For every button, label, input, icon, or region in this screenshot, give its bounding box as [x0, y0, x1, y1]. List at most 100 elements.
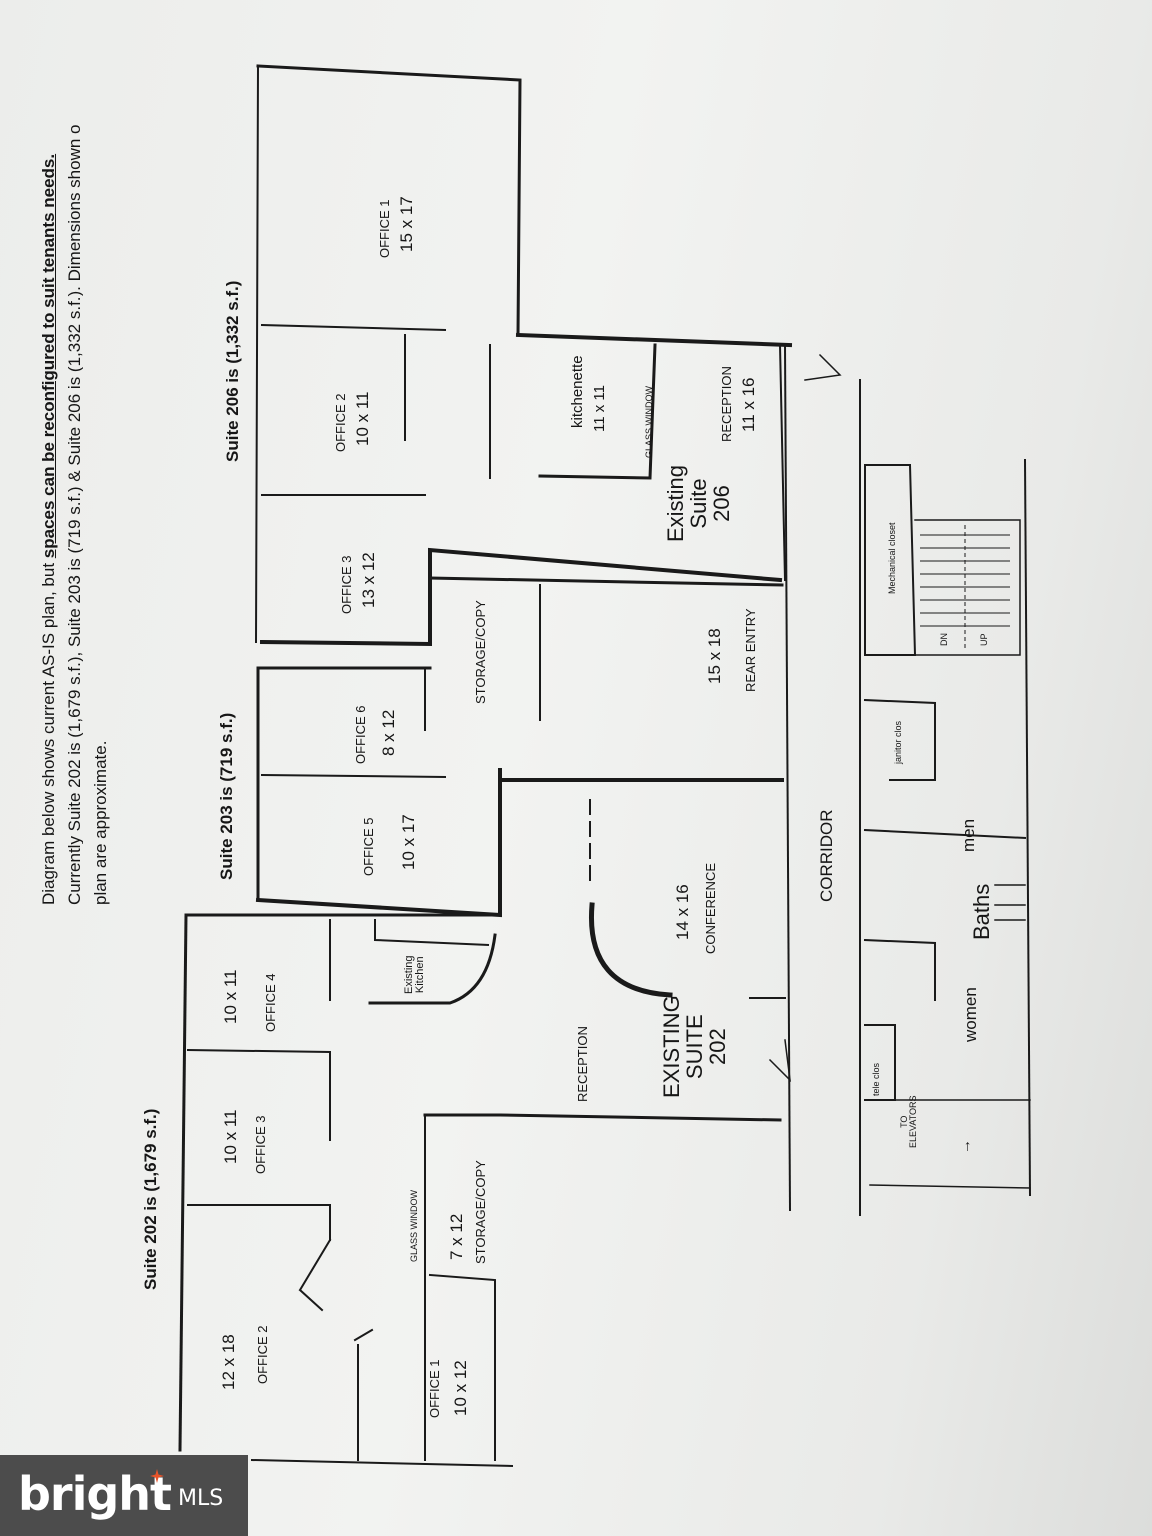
wall-s206-thick: [515, 332, 793, 348]
s206-office1-label: OFFICE 1: [377, 199, 392, 258]
logo-mls: MLS: [178, 1486, 224, 1511]
header-line-2: Currently Suite 202 is (1,679 s.f.), Sui…: [66, 125, 83, 905]
s206-office3-label: OFFICE 3: [339, 555, 354, 614]
existing-206-line2: Suite: [686, 478, 712, 529]
storage-copy-label: STORAGE/COPY: [473, 600, 488, 704]
tele-closet-label: tele clos: [871, 1062, 881, 1096]
s202-office3-label: OFFICE 3: [253, 1115, 268, 1174]
header-line-3: plan are approximate.: [91, 740, 110, 905]
suite-202-title: Suite 202 is (1,679 s.f.): [141, 1108, 160, 1290]
s206-office3-dim: 13 x 12: [359, 552, 378, 608]
s202-office1-label: OFFICE 1: [427, 1359, 442, 1418]
glass-window-206: GLASS WINDOW: [644, 385, 654, 458]
s202-office2-label: OFFICE 2: [255, 1325, 270, 1384]
stair-up-label: UP: [979, 633, 989, 646]
conference-label: CONFERENCE: [703, 862, 718, 954]
wall-s206-office1: [256, 64, 522, 337]
wall-s203-div: [260, 773, 447, 779]
wall-office3: [259, 547, 783, 647]
wall-storage202-2: [428, 1273, 496, 1461]
header-line-1-text: Diagram below shows current AS-IS plan, …: [39, 558, 58, 905]
bath-marks: [994, 884, 1026, 921]
s203-office5-dim: 10 x 17: [399, 814, 418, 870]
women-label: women: [961, 987, 980, 1042]
rear-entry-dim: 15 x 18: [705, 628, 724, 684]
header-line-1: Diagram below shows current AS-IS plan, …: [39, 153, 58, 905]
s203-office6-label: OFFICE 6: [353, 705, 368, 764]
logo-spark-icon: [150, 1469, 164, 1483]
stair-run: [914, 519, 1021, 656]
wall-office2-door: [353, 1328, 374, 1461]
wall-s206-top: [254, 64, 260, 644]
existing-206-line1: Existing: [663, 464, 688, 542]
suite-206-title: Suite 206 is (1,332 s.f.): [223, 280, 242, 462]
to-elevators-line2: ELEVATORS: [908, 1095, 918, 1148]
reception-206-dim: 11 x 16: [739, 377, 758, 432]
bright-mls-logo: bright MLS: [0, 1455, 248, 1536]
wall-s203-bottom: [255, 768, 502, 918]
mechanical-closet-label: Mechanical closet: [887, 522, 897, 594]
storage-202-label: STORAGE/COPY: [473, 1160, 488, 1264]
s202-office2-dim: 12 x 18: [219, 1334, 238, 1390]
wall-s202-outer: [178, 913, 188, 1452]
s202-office4-dim: 10 x 11: [221, 969, 240, 1024]
janitor: [863, 698, 936, 781]
baths-walls-2: [863, 938, 936, 1001]
s203-office6-dim: 8 x 12: [379, 709, 398, 756]
wall-office3-202: [187, 1204, 331, 1241]
s202-office3-dim: 10 x 11: [221, 1109, 240, 1164]
s202-office4-label: OFFICE 4: [263, 973, 278, 1032]
kitchenette-label: kitchenette: [569, 355, 586, 428]
wall-reception206: [778, 343, 787, 582]
logo-spark-shape: [150, 1469, 164, 1483]
logo-wordmark: bright: [18, 1467, 172, 1521]
conference-dim: 14 x 16: [673, 884, 692, 940]
wall-storage: [428, 576, 784, 587]
wall-s202-bottom: [250, 1458, 514, 1468]
stair-dn-label: DN: [939, 633, 949, 646]
baths-walls: [863, 828, 1027, 840]
janitor-closet-label: janitor clos: [893, 720, 903, 764]
wall-kitchenette-bottom: [538, 343, 657, 480]
existing-202-line2: SUITE: [682, 1014, 708, 1080]
wall-conference-curve: [588, 902, 673, 998]
header-line-1-emphasis: spaces can be reconfigured to suit tenan…: [39, 153, 58, 559]
s206-office2-label: OFFICE 2: [333, 393, 348, 452]
corridor-right: [1023, 458, 1032, 1197]
s206-office1-dim: 15 x 17: [397, 196, 416, 252]
elevators-arrow-icon: →: [957, 1139, 974, 1154]
glass-window-202: GLASS WINDOW: [409, 1189, 419, 1262]
kitchenette-dim: 11 x 11: [591, 385, 608, 432]
corridor-door-2: [804, 353, 842, 381]
existing-kitchen-line2: Kitchen: [414, 956, 426, 994]
men-label: men: [959, 818, 978, 852]
corridor-label: CORRIDOR: [817, 809, 836, 902]
existing-202-line1: EXISTING: [659, 995, 684, 1098]
s206-office2-dim: 10 x 11: [353, 391, 372, 446]
wall-office4: [186, 1048, 331, 1141]
existing-202-line3: 202: [705, 1028, 731, 1066]
reception-202-label: RECEPTION: [575, 1026, 590, 1102]
wall-s206-office-split: [260, 323, 447, 332]
elevator-lines: [869, 1099, 1031, 1189]
storage-202-dim: 7 x 12: [447, 1213, 466, 1260]
rear-entry-label: REAR ENTRY: [743, 608, 758, 692]
corridor-door-1: [768, 1039, 792, 1083]
reception-206-label: RECEPTION: [719, 366, 734, 442]
corridor-wall-top: [783, 343, 792, 1212]
wall-reception202: [423, 1113, 782, 1122]
wall-kitchen-bottom: [368, 933, 497, 1005]
wall-angled-door: [298, 1238, 332, 1312]
suite-203-title: Suite 203 is (719 s.f.): [217, 712, 236, 880]
s203-office5-label: OFFICE 5: [361, 817, 376, 876]
wall-kitchen: [374, 919, 490, 947]
s202-office1-dim: 10 x 12: [451, 1360, 470, 1416]
baths-label: Baths: [969, 883, 994, 940]
existing-206-line3: 206: [709, 485, 735, 522]
